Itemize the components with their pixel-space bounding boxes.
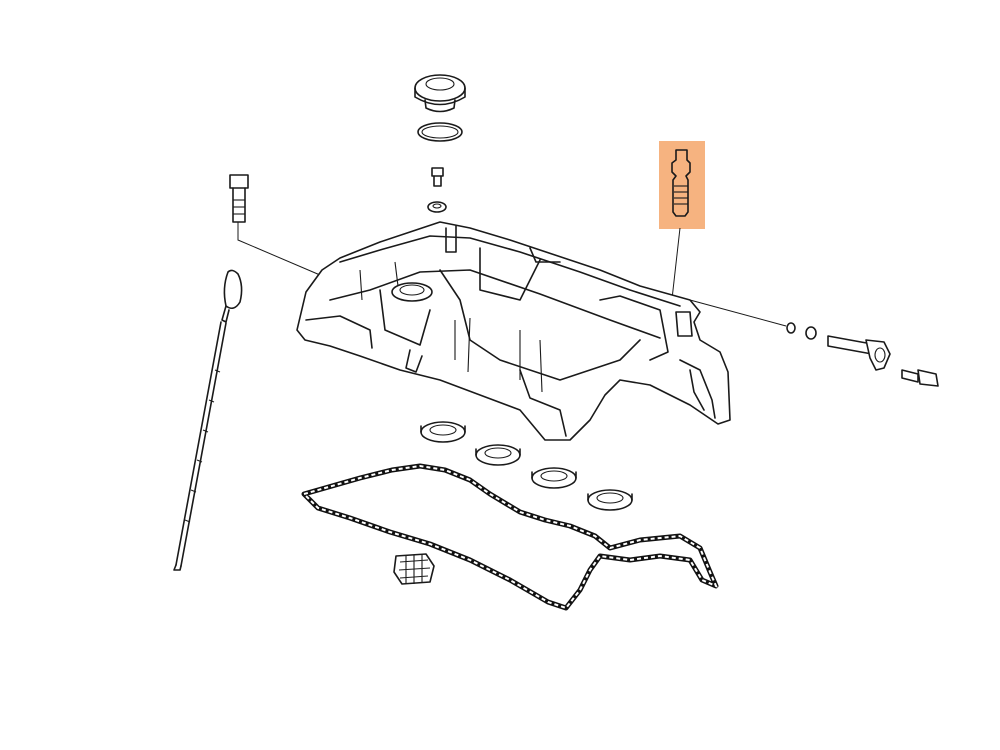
oil-filler-cap[interactable] (414, 74, 466, 113)
oil-dipstick[interactable] (173, 269, 243, 571)
baffle-filter[interactable] (393, 553, 435, 585)
bolt-washer[interactable] (427, 201, 447, 213)
plug-hole-seals[interactable] (420, 421, 633, 511)
plug-hole-seal[interactable] (587, 489, 633, 511)
head-cover-gasket[interactable] (301, 463, 719, 611)
pcv-valve[interactable] (827, 335, 891, 371)
plug-hole-seal[interactable] (531, 467, 577, 489)
highlight-box[interactable] (659, 141, 705, 229)
o-ring-pair[interactable] (786, 322, 817, 340)
flange-bolt[interactable] (901, 369, 939, 387)
plug-hole-seal[interactable] (420, 421, 466, 443)
small-bolt[interactable] (431, 167, 444, 187)
cover-bolt[interactable] (229, 174, 321, 276)
cylinder-head-cover[interactable] (296, 221, 731, 441)
cap-o-ring[interactable] (417, 122, 463, 142)
plug-hole-seal[interactable] (475, 444, 521, 466)
